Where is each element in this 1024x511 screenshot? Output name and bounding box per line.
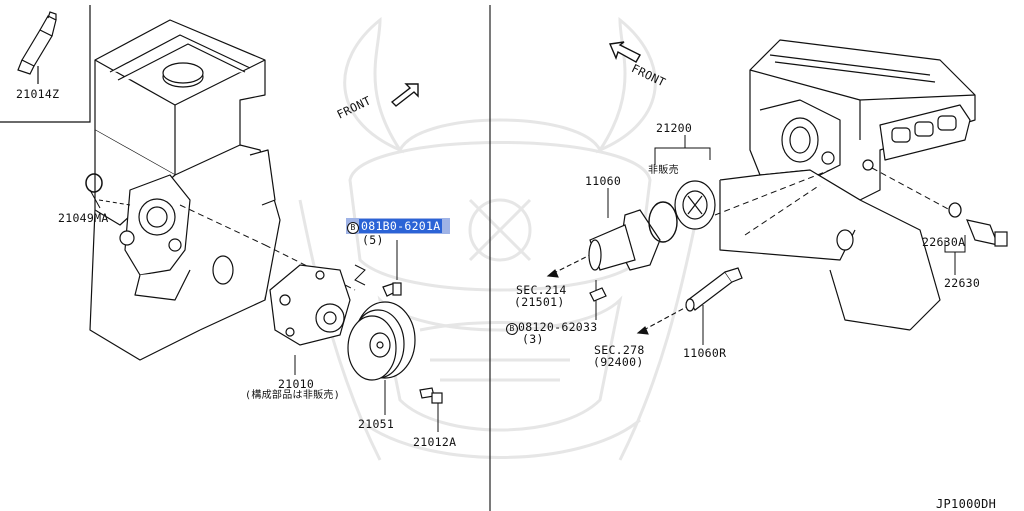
part-note-21010: (構成部品は非販売) [245,390,341,401]
temperature-sensor-22630 [966,219,1008,247]
section-ref-92400: (92400) [593,355,644,369]
section-link-278[interactable]: SEC.278 [594,343,645,357]
part-label-21200[interactable]: 21200 [656,121,693,135]
engine-block-left [89,19,281,361]
o-ring-21049ma [85,173,103,193]
bolt-part-number: 081B0-6201A [359,219,443,233]
front-arrow-icon [390,83,419,107]
bolt-icon [589,287,607,302]
part-label-21049ma[interactable]: 21049MA [58,211,109,225]
part-label-22630a[interactable]: 22630A [922,235,966,249]
part-label-21051[interactable]: 21051 [358,417,395,431]
page-code: JP1000DH [936,497,997,511]
sealant-tube-icon [17,11,57,84]
engine-block-right [719,39,976,331]
part-label-11060r[interactable]: 11060R [683,346,727,360]
bolt-part-number: 08120-62033 [518,320,598,334]
not-for-sale-note: 非販売 [648,165,679,176]
thermostat-21200 [674,180,716,230]
part-label-21010[interactable]: 21010 [278,377,315,391]
part-label-22630[interactable]: 22630 [944,276,981,290]
part-label-21014z[interactable]: 21014Z [16,87,60,101]
bolt-icon [419,387,443,404]
gasket-ring-icon [648,201,678,243]
circle-b-icon: B [506,323,518,335]
circle-b-icon: B [347,222,359,234]
leader-lines-right [714,167,951,236]
part-label-11060[interactable]: 11060 [585,174,622,188]
o-ring-22630a [948,202,962,218]
pulley-21051 [347,301,416,381]
part-label-21012a[interactable]: 21012A [413,435,457,449]
water-pump-21010 [269,264,351,346]
bolt-quantity: (3) [522,332,544,346]
samurai-helmet-watermark [298,16,702,461]
thermostat-housing-11060 [588,209,661,271]
bolt-quantity: (5) [362,233,384,247]
inset-box [0,5,91,123]
pipe-11060r [685,267,743,312]
section-ref-21501: (21501) [514,295,565,309]
section-link-214[interactable]: SEC.214 [516,283,567,297]
bolt-icon [382,282,402,297]
front-arrow-icon [608,41,641,63]
